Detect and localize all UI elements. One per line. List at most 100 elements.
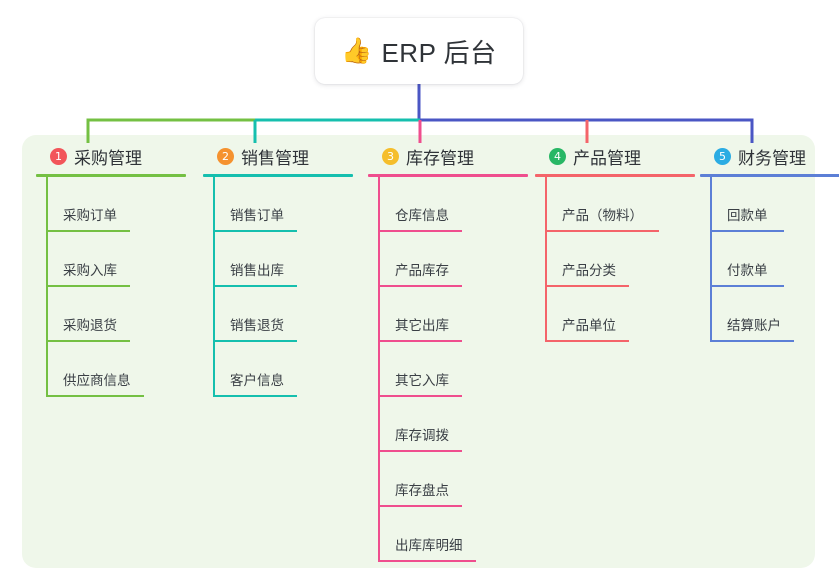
- branch-header-4[interactable]: 4 产品管理: [535, 143, 695, 169]
- leaf-label: 产品单位: [562, 318, 616, 333]
- leaf-label: 销售退货: [230, 318, 284, 333]
- leaf-underline: [213, 230, 297, 232]
- leaf-node[interactable]: 库存盘点: [368, 452, 528, 507]
- leaf-label: 回款单: [727, 208, 768, 223]
- leaf-node[interactable]: 采购入库: [36, 232, 186, 287]
- branch-column-2: 2 销售管理销售订单销售出库销售退货客户信息: [203, 143, 353, 397]
- branch-spine: [545, 177, 547, 342]
- leaf-label: 结算账户: [727, 318, 781, 333]
- leaf-label: 采购订单: [63, 208, 117, 223]
- branch-number-badge: 5: [714, 147, 731, 165]
- leaf-label: 产品（物料）: [562, 208, 643, 223]
- branches-panel: [22, 135, 815, 568]
- branch-items: 采购订单采购入库采购退货供应商信息: [36, 177, 186, 397]
- leaf-underline: [378, 340, 462, 342]
- leaf-label: 库存调拨: [395, 428, 449, 443]
- leaf-node[interactable]: 产品（物料）: [535, 177, 695, 232]
- leaf-underline: [378, 395, 462, 397]
- branch-title: 库存管理: [406, 148, 474, 168]
- leaf-node[interactable]: 其它入库: [368, 342, 528, 397]
- leaf-node[interactable]: 供应商信息: [36, 342, 186, 397]
- branch-underline: [368, 174, 528, 177]
- branch-items: 产品（物料） 产品分类产品单位: [535, 177, 695, 342]
- leaf-underline: [545, 285, 629, 287]
- leaf-label: 销售订单: [230, 208, 284, 223]
- leaf-label: 销售出库: [230, 263, 284, 278]
- leaf-underline: [46, 395, 144, 397]
- thumbs-up-icon: 👍: [341, 36, 373, 65]
- leaf-underline: [710, 230, 784, 232]
- leaf-label: 付款单: [727, 263, 768, 278]
- branch-column-3: 3 库存管理仓库信息产品库存其它出库其它入库库存调拨库存盘点出库库明细: [368, 143, 528, 562]
- branch-number-badge: 4: [549, 147, 566, 165]
- branch-header-5[interactable]: 5 财务管理: [700, 143, 839, 169]
- branch-number-badge: 2: [217, 147, 234, 165]
- leaf-label: 其它出库: [395, 318, 449, 333]
- leaf-label: 客户信息: [230, 373, 284, 388]
- root-node[interactable]: 👍 ERP 后台: [315, 18, 523, 84]
- leaf-underline: [378, 285, 462, 287]
- leaf-underline: [213, 285, 297, 287]
- leaf-node[interactable]: 产品库存: [368, 232, 528, 287]
- leaf-underline: [545, 230, 659, 232]
- branch-items: 仓库信息产品库存其它出库其它入库库存调拨库存盘点出库库明细: [368, 177, 528, 562]
- branch-header-2[interactable]: 2 销售管理: [203, 143, 353, 169]
- leaf-node[interactable]: 客户信息: [203, 342, 353, 397]
- leaf-node[interactable]: 结算账户: [700, 287, 839, 342]
- branch-title: 采购管理: [74, 148, 142, 168]
- leaf-label: 出库库明细: [395, 538, 463, 553]
- leaf-node[interactable]: 仓库信息: [368, 177, 528, 232]
- branch-items: 销售订单销售出库销售退货客户信息: [203, 177, 353, 397]
- branch-number-badge: 3: [382, 147, 399, 165]
- root-node-content: 👍 ERP 后台: [341, 33, 496, 70]
- branch-underline: [203, 174, 353, 177]
- leaf-underline: [46, 285, 130, 287]
- branch-items: 回款单付款单结算账户: [700, 177, 839, 342]
- branch-spine: [213, 177, 215, 397]
- leaf-node[interactable]: 销售退货: [203, 287, 353, 342]
- leaf-label: 仓库信息: [395, 208, 449, 223]
- leaf-underline: [545, 340, 629, 342]
- leaf-label: 产品分类: [562, 263, 616, 278]
- leaf-underline: [213, 340, 297, 342]
- branch-spine: [46, 177, 48, 397]
- leaf-underline: [378, 450, 462, 452]
- leaf-underline: [710, 285, 784, 287]
- branch-header-3[interactable]: 3 库存管理: [368, 143, 528, 169]
- branch-title: 销售管理: [241, 148, 309, 168]
- leaf-node[interactable]: 产品单位: [535, 287, 695, 342]
- leaf-underline: [378, 560, 476, 562]
- leaf-node[interactable]: 库存调拨: [368, 397, 528, 452]
- leaf-node[interactable]: 销售出库: [203, 232, 353, 287]
- leaf-label: 产品库存: [395, 263, 449, 278]
- leaf-node[interactable]: 产品分类: [535, 232, 695, 287]
- root-title: ERP 后台: [381, 37, 497, 68]
- leaf-node[interactable]: 出库库明细: [368, 507, 528, 562]
- branch-spine: [710, 177, 712, 342]
- leaf-node[interactable]: 采购订单: [36, 177, 186, 232]
- leaf-label: 库存盘点: [395, 483, 449, 498]
- branch-underline: [36, 174, 186, 177]
- branch-column-5: 5 财务管理回款单付款单结算账户: [700, 143, 839, 342]
- leaf-underline: [46, 340, 130, 342]
- leaf-underline: [46, 230, 130, 232]
- leaf-underline: [378, 505, 462, 507]
- leaf-node[interactable]: 采购退货: [36, 287, 186, 342]
- leaf-node[interactable]: 付款单: [700, 232, 839, 287]
- leaf-node[interactable]: 销售订单: [203, 177, 353, 232]
- leaf-label: 采购退货: [63, 318, 117, 333]
- branch-title: 产品管理: [573, 148, 641, 168]
- leaf-underline: [378, 230, 462, 232]
- leaf-label: 其它入库: [395, 373, 449, 388]
- leaf-underline: [710, 340, 794, 342]
- leaf-underline: [213, 395, 297, 397]
- branch-column-4: 4 产品管理产品（物料） 产品分类产品单位: [535, 143, 695, 342]
- leaf-label: 采购入库: [63, 263, 117, 278]
- leaf-node[interactable]: 回款单: [700, 177, 839, 232]
- branch-title: 财务管理: [738, 148, 806, 168]
- branch-spine: [378, 177, 380, 562]
- leaf-node[interactable]: 其它出库: [368, 287, 528, 342]
